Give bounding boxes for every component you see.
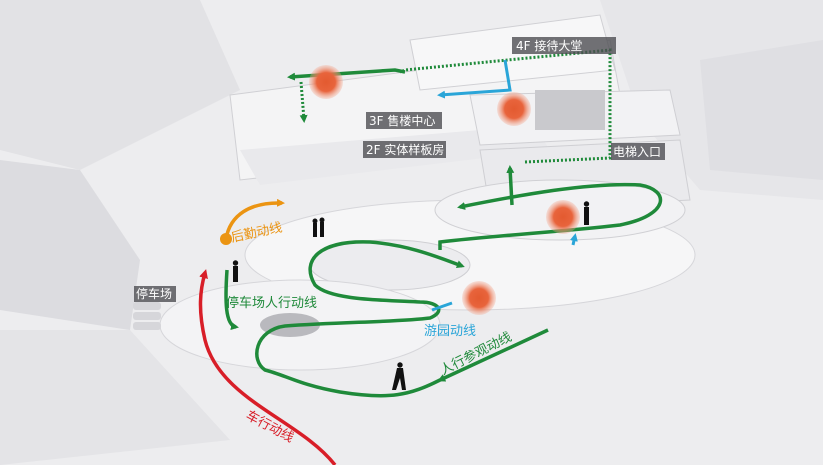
- hotspot-garden: [462, 281, 496, 315]
- floor-tag-2f: 2F 实体样板房: [363, 141, 446, 158]
- visitor-route-to-elevator: [506, 165, 515, 206]
- parking-pedestrian-route-label: 停车场人行动线: [226, 295, 317, 311]
- people-icons: [232, 201, 590, 390]
- hotspots: [309, 65, 580, 315]
- garden-route-label: 游园动线: [424, 324, 476, 339]
- person-icon: [232, 260, 239, 282]
- parking-label: 停车场: [136, 286, 172, 301]
- floor-label-4f: 4F 接待大堂: [516, 38, 582, 53]
- walking-person-icon: [392, 362, 406, 390]
- parking-pedestrian-route: [224, 269, 239, 331]
- hotspot-terrace: [546, 200, 580, 234]
- floor-tag-4f: 4F 接待大堂: [512, 37, 616, 54]
- vehicle-route: [198, 269, 337, 465]
- visitor-route-main: [255, 240, 465, 398]
- visitor-route: [437, 328, 549, 382]
- garden-route-terrace: [570, 233, 578, 246]
- couple-icon: [312, 217, 325, 237]
- logistics-route: [224, 198, 285, 240]
- visitor-route-upper: [438, 182, 663, 250]
- parking-tag: 停车场: [134, 286, 176, 302]
- elevator-label: 电梯入口: [613, 145, 661, 159]
- hotspot-4f: [309, 65, 343, 99]
- parking-cars: [133, 302, 161, 330]
- garden-route-ground: [431, 301, 453, 312]
- hotspot-3f: [497, 92, 531, 126]
- elevator-tag: 电梯入口: [611, 143, 665, 160]
- floor-label-2f: 2F 实体样板房: [366, 142, 444, 157]
- floor-label-3f: 3F 售楼中心: [369, 113, 435, 128]
- person-icon: [583, 201, 590, 225]
- garden-route-4f: [437, 59, 512, 99]
- floor-tag-3f: 3F 售楼中心: [366, 112, 442, 129]
